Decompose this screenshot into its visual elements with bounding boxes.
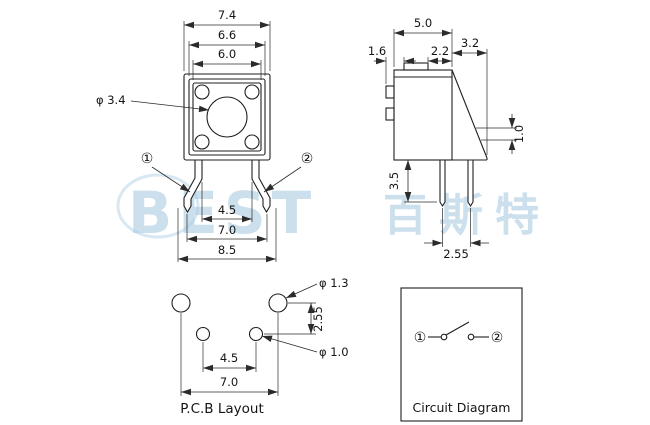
- side-pin: [467, 159, 474, 208]
- circuit-diagram: ① ② Circuit Diagram: [400, 287, 523, 422]
- dim-6-0: 6.0: [218, 47, 236, 61]
- watermark: BEST 百斯特: [116, 173, 539, 247]
- corner-contact: [194, 134, 210, 150]
- front-view: 7.4 6.6 6.0 φ 3.4 ① ② 4.5 7.0 8.5: [96, 8, 314, 263]
- dim-4-5-pcb: 4.5: [220, 351, 238, 365]
- circuit-box: [400, 287, 523, 422]
- circuit-pin-2: ②: [491, 330, 504, 346]
- pcb-hole-large: [171, 293, 191, 313]
- switch-body-inner: [192, 82, 262, 152]
- side-stem-tab: [385, 107, 395, 121]
- switch-lever: [445, 321, 470, 336]
- dim-1-0: 1.0: [512, 125, 526, 143]
- dim-6-6: 6.6: [218, 28, 236, 42]
- dim-3-5: 3.5: [387, 172, 401, 190]
- pcb-layout: φ 1.3 φ 1.0 2.55 4.5 7.0 P.C.B Layout: [171, 276, 349, 417]
- dim-hole-1-3: φ 1.3: [319, 276, 349, 290]
- dim-7-4: 7.4: [218, 8, 236, 22]
- circuit-diagram-title: Circuit Diagram: [413, 400, 511, 415]
- dim-8-5: 8.5: [218, 243, 236, 257]
- side-body: [393, 69, 453, 161]
- dim-hole-1-0: φ 1.0: [319, 345, 349, 359]
- corner-contact: [244, 134, 260, 150]
- watermark-latin: BEST: [128, 179, 317, 247]
- switch-contact: [440, 333, 448, 341]
- switch-body-outer: [183, 73, 271, 161]
- pin-2-label: ②: [301, 151, 314, 167]
- corner-contact: [244, 84, 260, 100]
- dim-2-2: 2.2: [431, 44, 449, 58]
- dim-7-0-pcb: 7.0: [220, 375, 238, 389]
- bracket-slope: [451, 69, 488, 159]
- dim-5-0: 5.0: [414, 16, 432, 30]
- pin-1-label: ①: [141, 151, 154, 167]
- dim-3-2: 3.2: [461, 36, 479, 50]
- switch-contact: [467, 333, 475, 341]
- side-top-step: [403, 62, 429, 71]
- corner-contact: [194, 84, 210, 100]
- side-view: 5.0 3.2 1.6 2.2 1.0 3.5 2.55: [368, 16, 526, 261]
- dim-button-diameter: φ 3.4: [96, 93, 126, 107]
- push-button: [206, 96, 248, 138]
- pcb-hole-small: [195, 326, 211, 342]
- circuit-pin-1: ①: [414, 330, 427, 346]
- pcb-hole-small: [248, 326, 264, 342]
- side-pin: [439, 159, 446, 208]
- pcb-hole-large: [268, 293, 288, 313]
- dim-1-6: 1.6: [368, 44, 386, 58]
- side-stem-tab: [385, 85, 395, 99]
- dim-4-5: 4.5: [218, 203, 236, 217]
- pcb-layout-title: P.C.B Layout: [180, 401, 264, 417]
- watermark-ring: [116, 173, 200, 239]
- dim-7-0: 7.0: [218, 223, 236, 237]
- dim-2-55-side: 2.55: [443, 247, 469, 261]
- dim-2-55-pcb: 2.55: [311, 306, 325, 332]
- switch-body-mid: [188, 78, 266, 156]
